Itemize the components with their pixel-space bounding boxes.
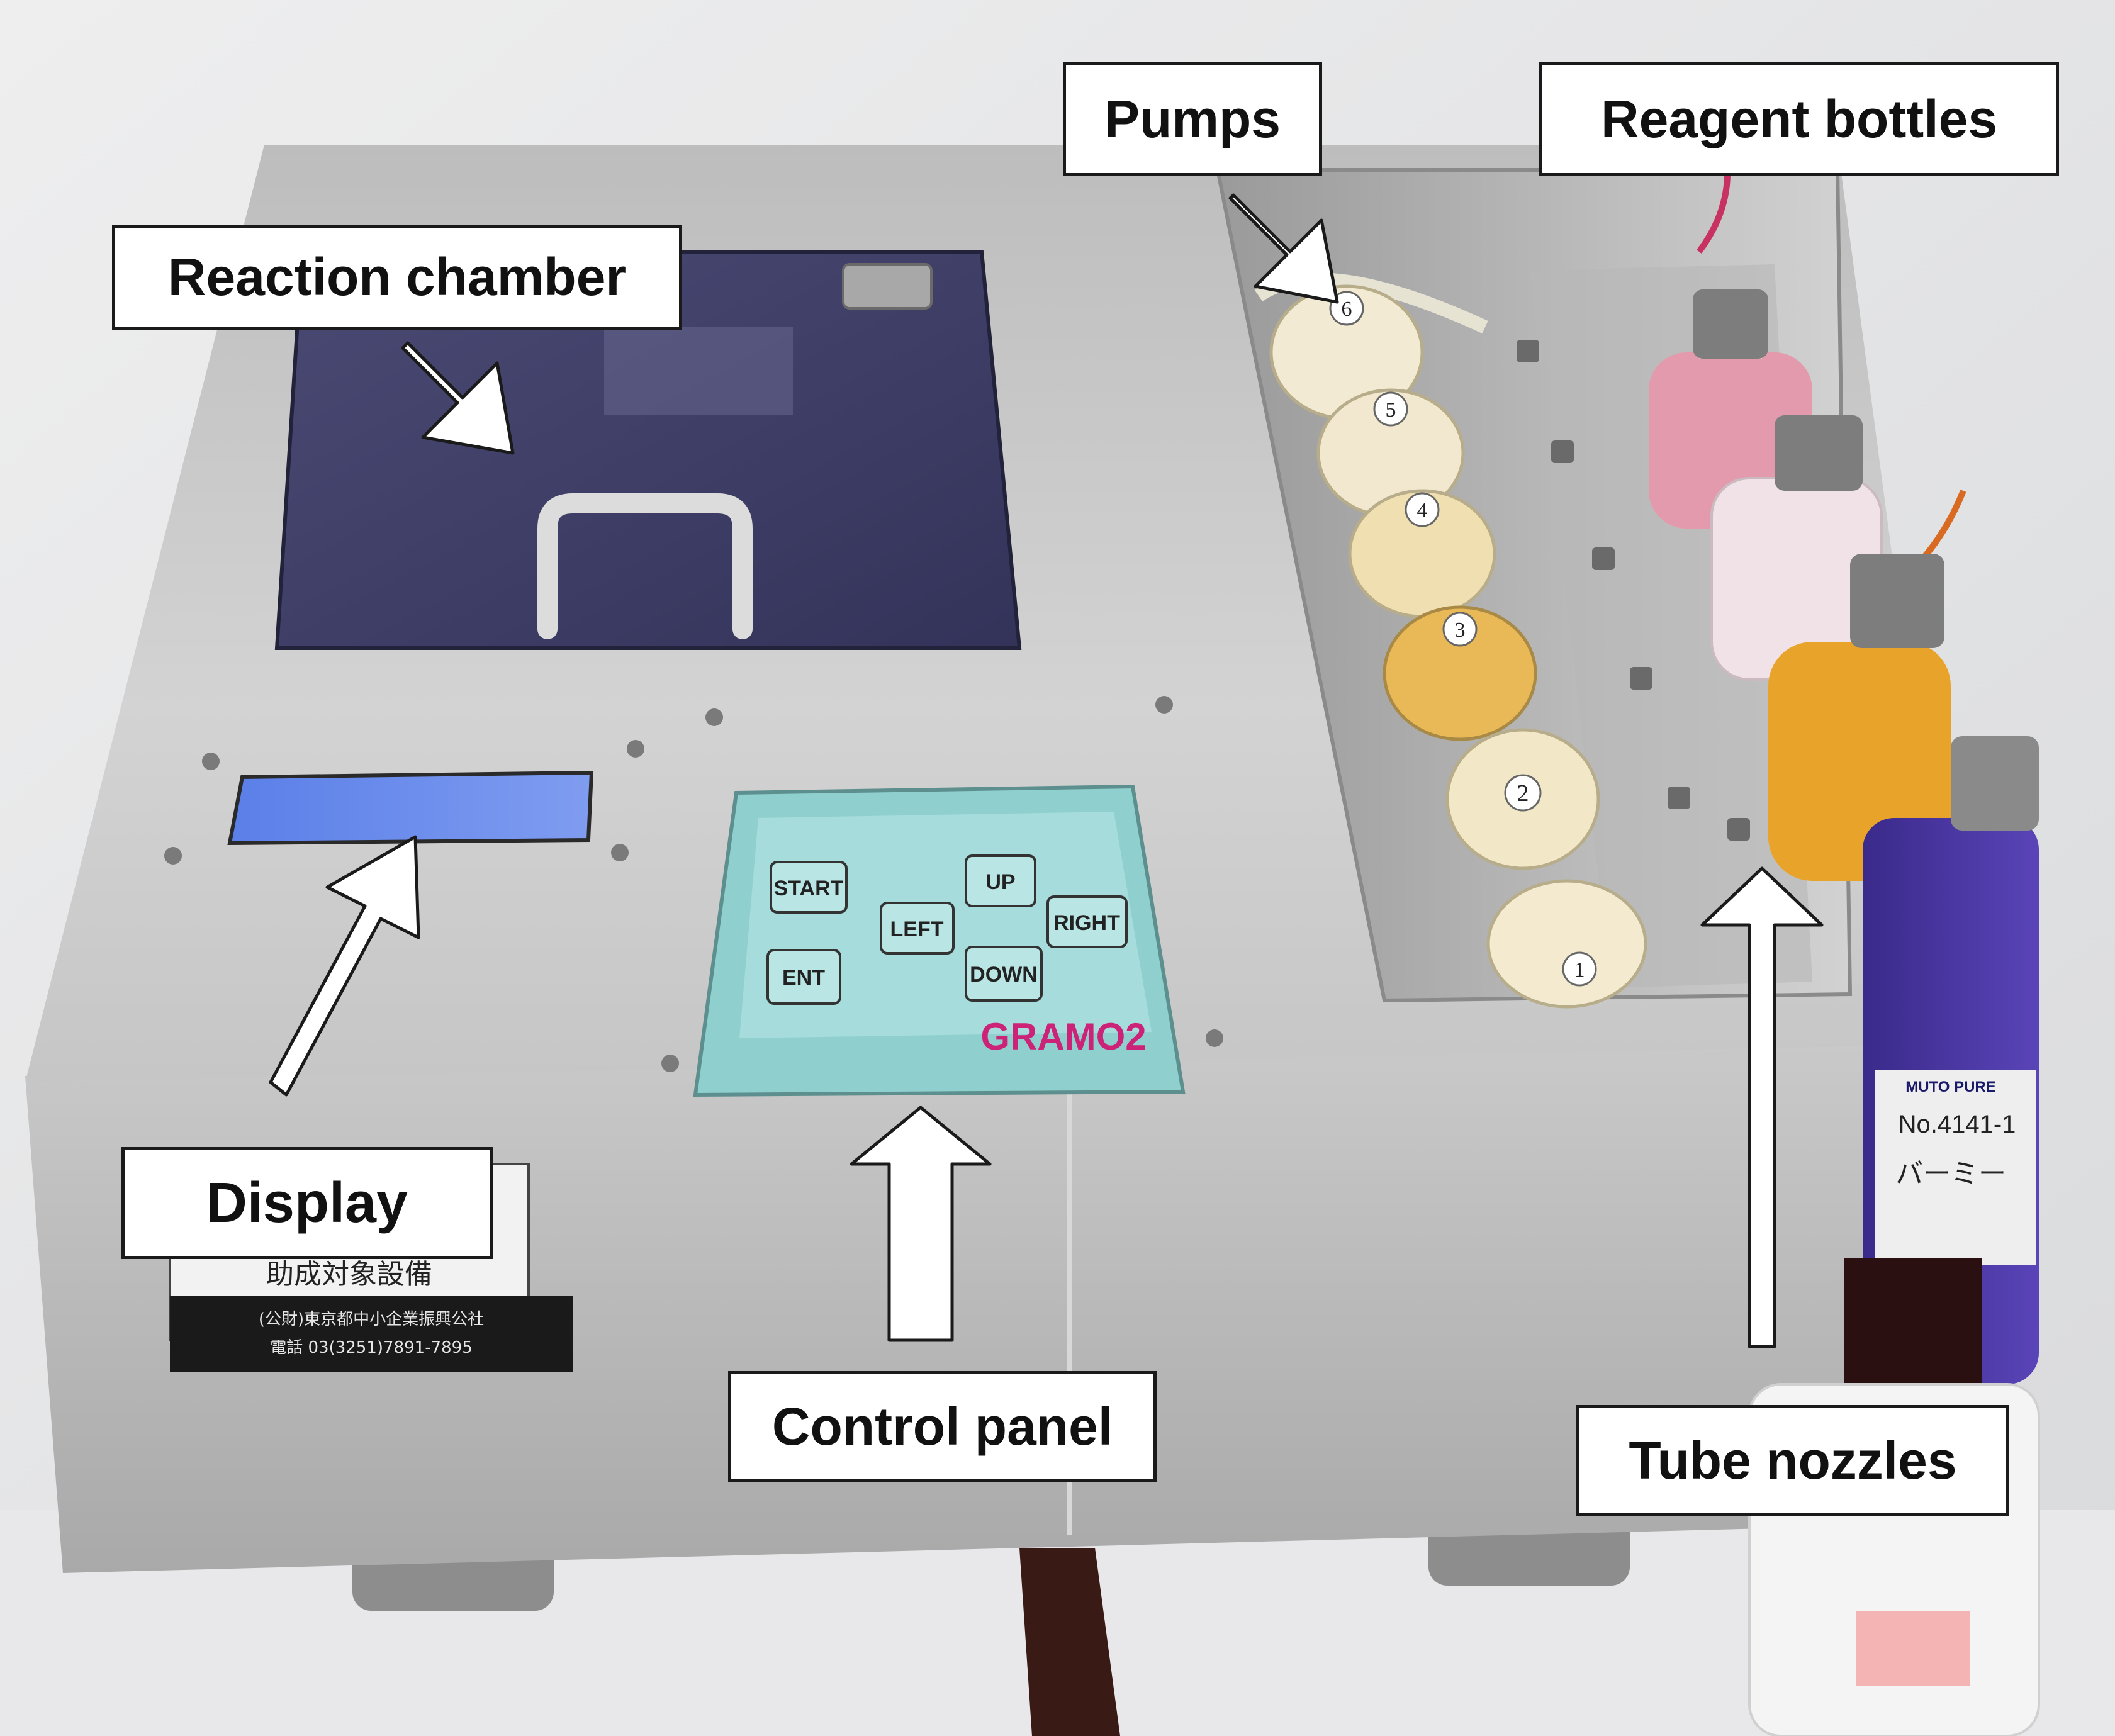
key-right: RIGHT: [1053, 911, 1120, 935]
bottle-brand: MUTO PURE: [1905, 1078, 1996, 1095]
lid-handle: [537, 493, 753, 639]
arrow-pumps: [1228, 193, 1339, 304]
bottle-code: No.4141-1: [1899, 1111, 2016, 1138]
pump-number-3: 3: [1455, 619, 1466, 642]
pump-3: 3: [1383, 605, 1537, 741]
key-start: START: [774, 876, 844, 900]
keypad-buttons: [766, 854, 1128, 1005]
key-up: UP: [985, 870, 1015, 894]
cable: [1019, 1548, 1120, 1736]
callout-display: Display: [121, 1147, 493, 1259]
arrow-tube-nozzles: [1700, 866, 1824, 1348]
callout-reaction-chamber: Reaction chamber: [112, 225, 682, 330]
callout-tube-nozzles: Tube nozzles: [1576, 1405, 2009, 1516]
lid-hinge: [842, 263, 933, 310]
pump-number-5: 5: [1386, 398, 1396, 422]
callout-reagent-bottles: Reagent bottles: [1539, 62, 2059, 176]
bottle-name: バーミー: [1895, 1158, 2006, 1190]
bottle-clear: [1710, 415, 1883, 681]
pump-number-1: 1: [1574, 958, 1585, 982]
arrow-control-panel: [850, 1106, 992, 1342]
keypad-model-label: GRAMO2: [980, 1016, 1146, 1058]
pump-4: 4: [1348, 489, 1496, 619]
key-down: DOWN: [970, 963, 1038, 987]
lcd-display: [227, 770, 594, 846]
pump-2: 2: [1445, 728, 1600, 870]
arrow-reaction-chamber: [401, 341, 515, 455]
pump-number-4: 4: [1417, 499, 1428, 522]
screws: [164, 696, 1223, 1072]
reagent-bottles: MUTO PURE No.4141-1 バーミー: [1649, 143, 2040, 1736]
key-ent: ENT: [782, 966, 825, 990]
sticker-line1: 助成対象設備: [266, 1258, 432, 1291]
callout-pumps: Pumps: [1063, 62, 1322, 176]
key-left: LEFT: [890, 917, 944, 941]
pump-number-6: 6: [1342, 298, 1352, 321]
pump-number-2: 2: [1517, 780, 1529, 807]
pump-1: 1: [1486, 879, 1647, 1009]
pumps-group: 6 5 4 3 2 1: [1254, 272, 1647, 1009]
tube-nozzles: [1517, 340, 1750, 841]
callout-control-panel: Control panel: [728, 1371, 1157, 1482]
sticker-line3: 電話 03(3251)7891-7895: [270, 1338, 473, 1357]
reaction-chamber-lid: [274, 250, 1022, 650]
bottle-purple: MUTO PURE No.4141-1 バーミー: [1844, 736, 2039, 1397]
sticker-line2: (公財)東京都中小企業振興公社: [259, 1310, 484, 1329]
arrow-display: [269, 835, 420, 1097]
